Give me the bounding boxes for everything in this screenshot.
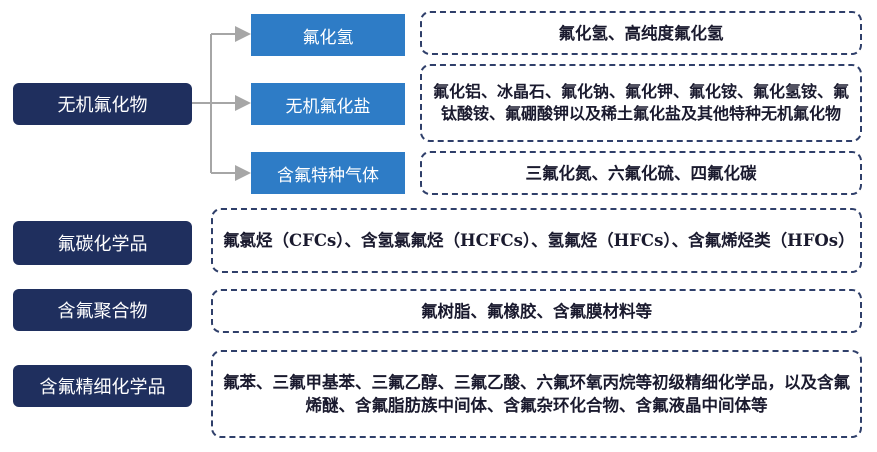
category-inorganic-fluoride: 无机氟化物 — [13, 83, 192, 125]
subcategory-inorganic-fluoride-salt: 无机氟化盐 — [251, 83, 405, 125]
description-fluorocarbon-chemicals: 氟氯烃（CFCs）、含氢氯氟烃（HCFCs）、氢氟烃（HFCs）、含氟烯烃类（H… — [211, 208, 862, 273]
subcategory-hydrogen-fluoride: 氟化氢 — [251, 14, 405, 56]
description-fluorinated-special-gas: 三氟化氮、六氟化硫、四氟化碳 — [420, 151, 862, 195]
description-fine-fluorochemicals: 氟苯、三氟甲基苯、三氟乙醇、三氟乙酸、六氟环氧丙烷等初级精细化学品，以及含氟烯醚… — [211, 350, 862, 438]
subcategory-fluorinated-special-gas: 含氟特种气体 — [251, 152, 405, 194]
description-fluoropolymer: 氟树脂、氟橡胶、含氟膜材料等 — [211, 289, 862, 333]
description-hydrogen-fluoride: 氟化氢、高纯度氟化氢 — [420, 11, 862, 55]
description-inorganic-fluoride-salt: 氟化铝、冰晶石、氟化钠、氟化钾、氟化铵、氟化氢铵、氟钛酸铵、氟硼酸钾以及稀土氟化… — [420, 64, 862, 142]
category-fluoropolymer: 含氟聚合物 — [13, 289, 192, 331]
category-fluorocarbon-chemicals: 氟碳化学品 — [13, 221, 192, 265]
category-fine-fluorochemicals: 含氟精细化学品 — [13, 365, 192, 407]
